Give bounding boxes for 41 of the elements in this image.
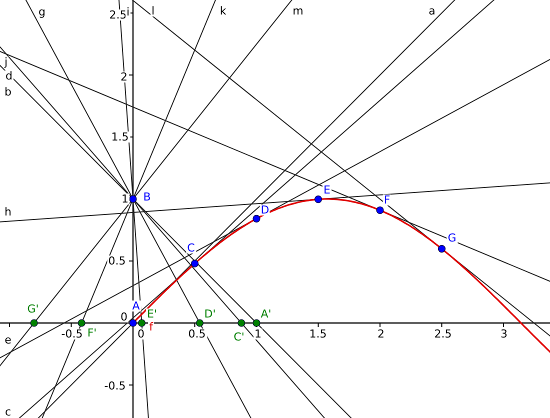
line-label: h: [4, 206, 12, 218]
tick-label: 2: [120, 72, 128, 82]
line-label: k: [218, 6, 228, 16]
tick-label: 2: [376, 328, 386, 340]
line-label: b: [4, 86, 12, 98]
tick-label: 1: [120, 194, 130, 204]
line-label: g: [38, 6, 46, 18]
point-label: B: [142, 192, 152, 202]
tick-label: 1.5: [308, 328, 328, 340]
point-label: E: [322, 184, 332, 196]
line-label: c: [4, 406, 12, 418]
line-label: l: [150, 6, 156, 16]
tick-label: 1.5: [110, 132, 130, 142]
point-label: C': [232, 332, 246, 342]
point-label: G': [26, 304, 40, 314]
line-label: i: [125, 6, 131, 18]
point-label: A: [131, 300, 141, 312]
point-label: F: [382, 194, 392, 206]
tick-label: -0.5: [60, 328, 84, 340]
tick-label: 0.5: [107, 256, 127, 266]
line-label: j: [3, 56, 9, 68]
point-label: D: [260, 204, 270, 216]
tick-label: 1: [254, 328, 262, 340]
tick-label: 2.5: [433, 328, 453, 340]
line-label: a: [428, 6, 436, 16]
line-label: d: [4, 70, 14, 82]
line-label: e: [4, 334, 12, 346]
point-label: G: [446, 232, 458, 244]
tick-label: 0: [136, 328, 146, 340]
tick-label: 0.5: [187, 328, 207, 340]
point-label: A': [260, 308, 272, 320]
function-label: f: [148, 322, 154, 332]
point-label: D': [203, 308, 217, 320]
point-label: C: [186, 242, 196, 254]
line-label: m: [292, 6, 304, 16]
tick-label: 0: [120, 312, 128, 322]
point-label: F': [86, 328, 98, 338]
tick-label: 2.5: [108, 10, 128, 20]
tick-label: 3: [500, 328, 508, 340]
tick-label: -0.5: [103, 380, 127, 392]
point-label: E': [146, 308, 158, 320]
